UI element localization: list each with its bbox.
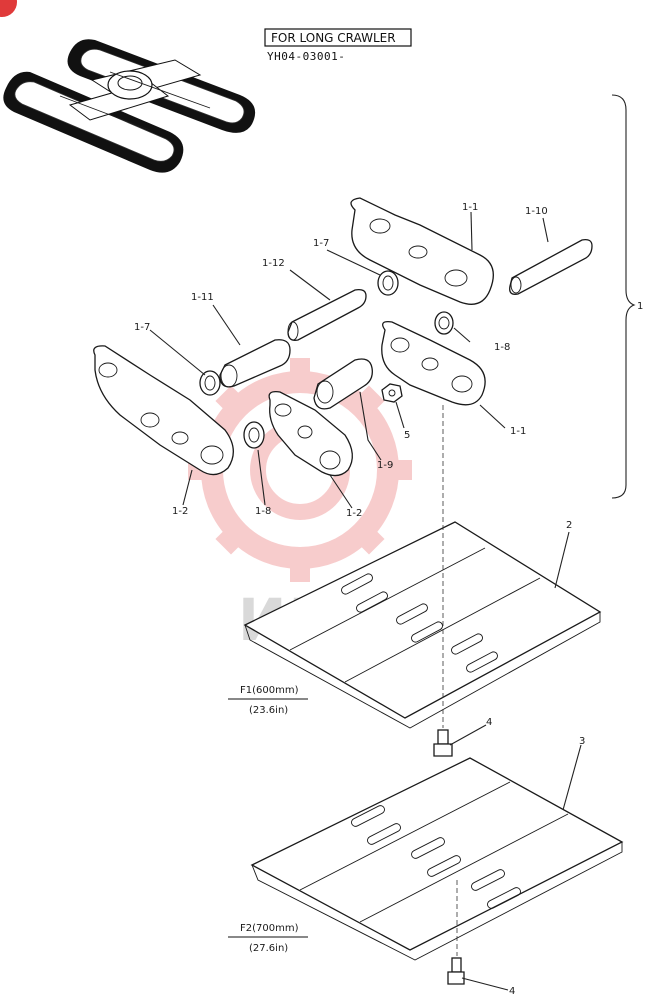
header-title: FOR LONG CRAWLER <box>271 31 396 45</box>
header-title-box <box>264 28 412 47</box>
bolt-4-upper <box>433 729 453 757</box>
bolt-4-lower <box>447 957 465 985</box>
leader-lines <box>149 211 582 991</box>
part-label-1-9: 1-9 <box>377 460 393 471</box>
part-label-1-11: 1-11 <box>191 292 214 303</box>
track-bushing-1-12 <box>287 288 367 341</box>
nut-5 <box>381 383 403 403</box>
seal-ring-1-8-lower <box>243 421 265 449</box>
track-pin-1-10 <box>509 238 593 295</box>
part-label-2: 2 <box>566 520 572 531</box>
assembly-1-bracket <box>611 94 636 499</box>
part-label-1: 1 <box>637 301 643 312</box>
part-label-1-8-lower: 1-8 <box>255 506 271 517</box>
part-label-4-upper: 4 <box>486 717 492 728</box>
page-corner-badge <box>0 0 17 17</box>
track-link-1-2-middle <box>268 391 353 477</box>
track-link-1-1-lower <box>381 321 486 406</box>
part-label-1-2-left: 1-2 <box>172 506 188 517</box>
seal-ring-1-7-upper <box>377 270 399 296</box>
part-label-3: 3 <box>579 736 585 747</box>
shoe-f2-size: (27.6in) <box>249 943 288 954</box>
track-link-1-1-upper <box>350 197 494 305</box>
shoe-f1-name: F1(600mm) <box>240 685 299 696</box>
seal-ring-1-8-upper <box>434 311 454 335</box>
part-label-4-lower: 4 <box>509 986 515 997</box>
shoe-f1-size: (23.6in) <box>249 705 288 716</box>
shoe-f2-name: F2(700mm) <box>240 923 299 934</box>
part-label-1-1-upper: 1-1 <box>462 202 478 213</box>
part-label-1-10: 1-10 <box>525 206 548 217</box>
track-bushing-1-11 <box>219 339 291 388</box>
part-label-1-2-middle: 1-2 <box>346 508 362 519</box>
part-label-1-12: 1-12 <box>262 258 285 269</box>
part-label-5: 5 <box>404 430 410 441</box>
part-label-1-7-upper: 1-7 <box>313 238 329 249</box>
part-label-1-1-lower: 1-1 <box>510 426 526 437</box>
crawler-undercarriage-illustration <box>3 39 256 173</box>
header-code: YH04-03001- <box>267 50 345 63</box>
track-shoe-plate-f1 <box>243 521 602 729</box>
track-shoe-plate-f2 <box>250 757 624 961</box>
part-label-1-7-lower: 1-7 <box>134 322 150 333</box>
part-label-1-8-upper: 1-8 <box>494 342 510 353</box>
track-link-1-2-left <box>93 345 234 476</box>
track-bushing-1-9 <box>313 358 373 410</box>
seal-ring-1-7-lower <box>199 370 221 396</box>
